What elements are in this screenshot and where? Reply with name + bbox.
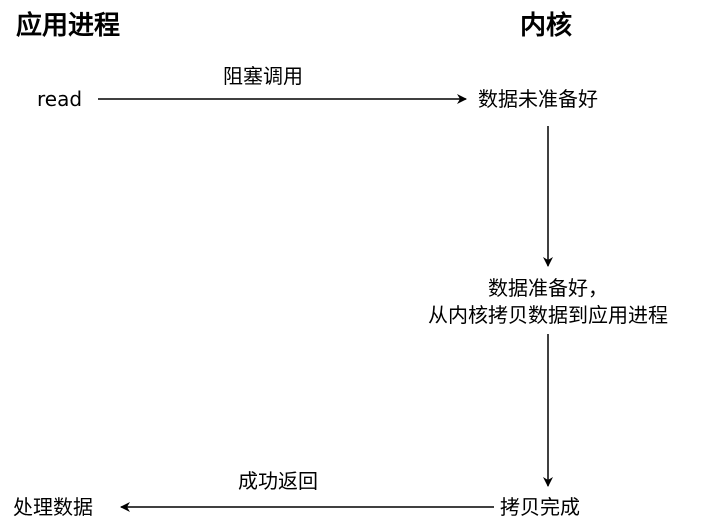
- edge-label-blocking-call: 阻塞调用: [223, 64, 303, 88]
- node-read: read: [37, 87, 83, 111]
- node-data-not-ready: 数据未准备好: [478, 87, 598, 111]
- node-process-data: 处理数据: [13, 495, 93, 519]
- app-process-heading: 应用进程: [16, 11, 121, 41]
- node-copy-done: 拷贝完成: [500, 495, 580, 519]
- kernel-heading: 内核: [520, 11, 573, 41]
- node-data-ready-line2: 从内核拷贝数据到应用进程: [428, 303, 668, 327]
- node-data-ready: 数据准备好， 从内核拷贝数据到应用进程: [398, 275, 698, 329]
- node-data-ready-line1: 数据准备好，: [488, 276, 608, 300]
- edge-label-return-success: 成功返回: [238, 469, 318, 493]
